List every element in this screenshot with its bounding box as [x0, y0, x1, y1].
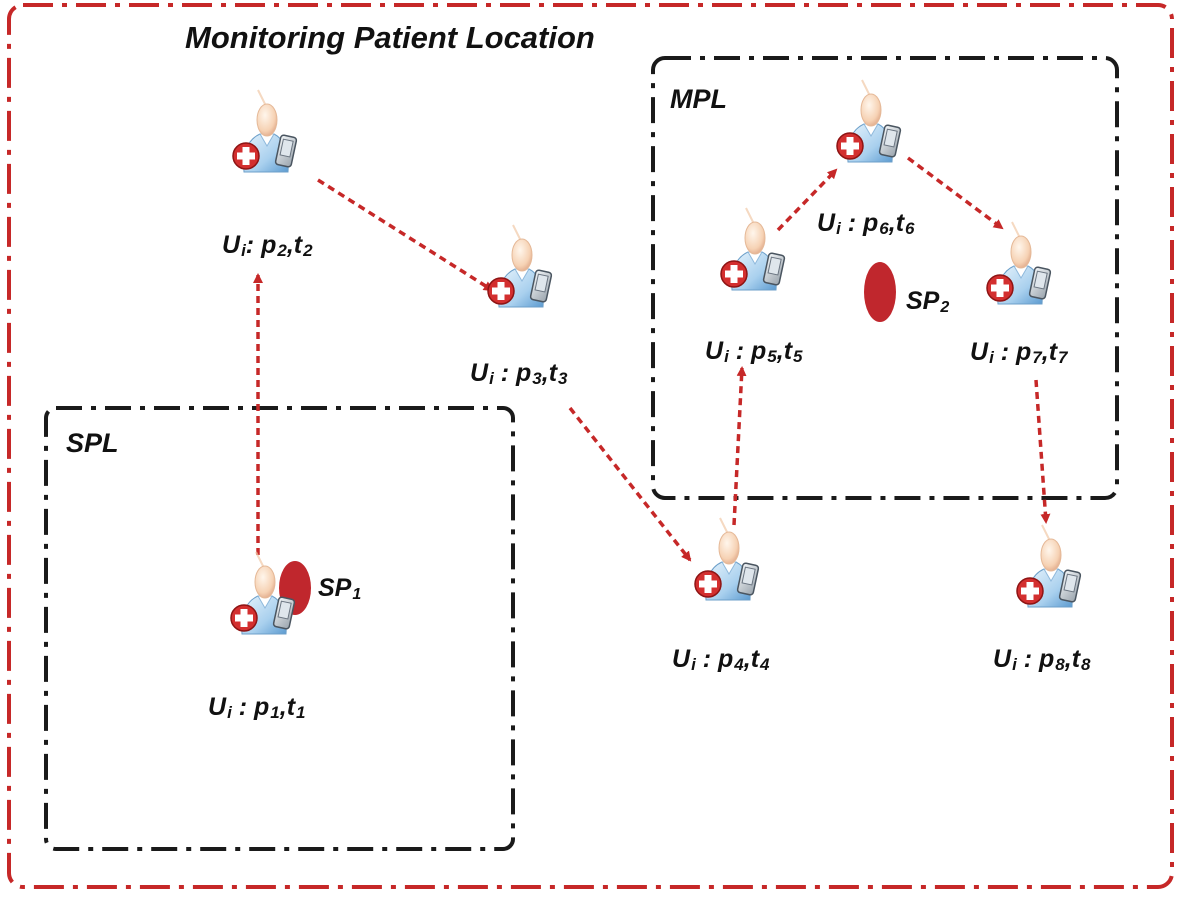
sp1-label: SP1: [318, 574, 362, 603]
node-label-5: Ui : p5,t5: [705, 337, 803, 366]
node-label-2: Ui: p2,t2: [222, 231, 313, 260]
spl-zone-label: SPL: [66, 428, 119, 458]
spl-zone: [44, 406, 515, 851]
sp2-marker: [864, 262, 896, 322]
patient-icon-n4: [694, 517, 760, 601]
patient-icon-n5: [720, 207, 786, 291]
patient-icon-n7: [986, 221, 1052, 305]
node-label-3: Ui : p3,t3: [470, 359, 568, 388]
arrow-n6-to-n7: [906, 156, 1004, 230]
patient-icon-n8: [1016, 524, 1082, 608]
arrow-n4-to-n5: [732, 366, 747, 526]
edges-layer: [253, 156, 1051, 562]
patient-icon-n2: [232, 89, 298, 173]
node-label-4: Ui : p4,t4: [672, 645, 770, 674]
sp2-label: SP2: [906, 287, 950, 316]
arrow-n5-to-n6: [776, 168, 838, 232]
diagram-title: Monitoring Patient Location: [185, 20, 595, 55]
node-label-7: Ui : p7,t7: [970, 338, 1068, 367]
patient-icon-n1: [230, 551, 296, 635]
patient-icon-n3: [487, 224, 553, 308]
mpl-zone: [651, 56, 1119, 500]
node-label-1: Ui : p1,t1: [208, 693, 306, 722]
node-label-6: Ui : p6,t6: [817, 209, 915, 238]
nodes-layer: [230, 79, 1082, 635]
node-label-8: Ui : p8,t8: [993, 645, 1091, 674]
arrow-n2-to-n3: [317, 178, 494, 292]
outer-frame: [7, 3, 1174, 889]
arrow-n3-to-n4: [568, 406, 692, 562]
mpl-zone-label: MPL: [670, 84, 727, 114]
arrow-n7-to-n8: [1034, 379, 1051, 524]
patient-icon-n6: [836, 79, 902, 163]
